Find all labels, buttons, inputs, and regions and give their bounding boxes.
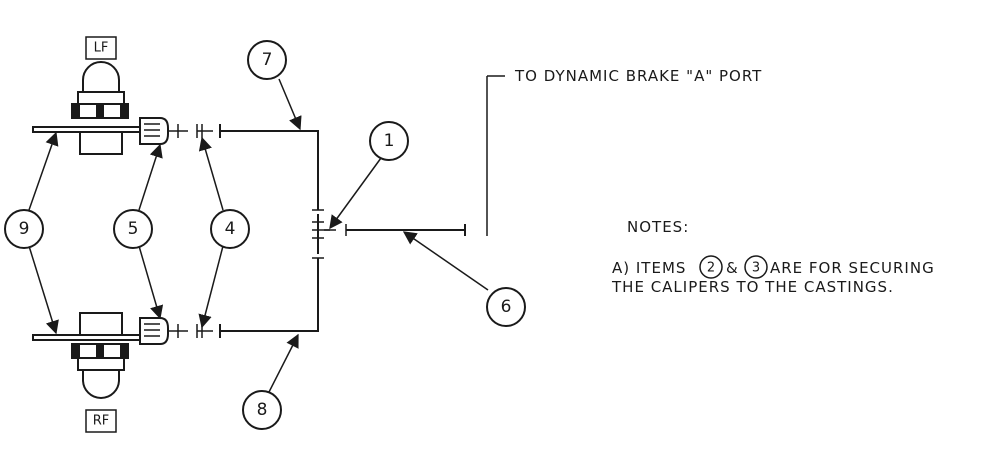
callout-7-circle <box>247 40 287 80</box>
notes-item-3: 3 <box>752 261 760 276</box>
lf-hose-end <box>139 117 169 145</box>
callout-9-circle <box>4 209 44 249</box>
arrow-6 <box>402 231 489 291</box>
callout-4-circle <box>210 209 250 249</box>
lf-union-fitting <box>196 124 213 138</box>
rf-hose-end <box>139 317 169 345</box>
arrow-5-top <box>138 143 163 211</box>
lf-tag-label: LF <box>94 41 109 56</box>
callout-8-label: 8 <box>257 400 268 420</box>
arrow-9-top <box>28 131 59 211</box>
callout-8-circle <box>242 390 282 430</box>
rf-tag-label: RF <box>93 414 110 429</box>
rf-caliper-assembly: RF <box>32 258 319 433</box>
notes-item-2: 2 <box>707 261 715 276</box>
callout-5: 5 <box>113 209 153 249</box>
notes-line2: THE CALIPERS TO THE CASTINGS. <box>611 278 894 296</box>
lf-caliper-nut <box>77 91 125 105</box>
lf-bolt-center <box>96 104 104 118</box>
rf-tag-box <box>85 409 117 433</box>
lf-caliper-assembly: LF <box>32 36 319 210</box>
tee-caps <box>312 209 324 259</box>
rf-fitting-cross <box>168 324 188 338</box>
leader-arrows <box>28 78 489 395</box>
lf-bleeder-dome <box>82 61 120 93</box>
notes-block: NOTES: A) ITEMS 2 & 3 ARE FOR SECURING T… <box>611 218 935 296</box>
lf-fitting-cross <box>168 124 188 138</box>
callout-9: 9 <box>4 209 44 249</box>
rf-bolt-left <box>72 344 80 358</box>
callout-6: 6 <box>486 287 526 327</box>
arrow-7 <box>278 78 302 131</box>
callout-4-label: 4 <box>225 219 236 239</box>
tee-fitting <box>312 209 466 259</box>
rf-bolt-center <box>96 344 104 358</box>
callout-1-label: 1 <box>384 131 395 151</box>
rf-caliper-body <box>79 312 123 336</box>
callout-6-label: 6 <box>501 297 512 317</box>
callout-9-label: 9 <box>19 219 30 239</box>
lf-caliper-body <box>79 131 123 155</box>
notes-item-3-circle <box>744 255 768 279</box>
callout-8: 8 <box>242 390 282 430</box>
rf-bleeder-dome <box>82 369 120 399</box>
lf-bolt-left <box>72 104 80 118</box>
lf-brake-line <box>219 124 319 210</box>
port-label: TO DYNAMIC BRAKE "A" PORT <box>514 67 762 85</box>
arrow-4-bottom <box>198 245 224 329</box>
arrow-8 <box>267 333 299 395</box>
arrow-9-bottom <box>28 245 59 335</box>
arrow-1 <box>329 157 382 230</box>
rf-bolt-right <box>120 344 128 358</box>
rf-union-fitting <box>196 324 213 338</box>
notes-line1-suffix: ARE FOR SECURING <box>770 259 935 277</box>
callout-7: 7 <box>247 40 287 80</box>
callout-4: 4 <box>210 209 250 249</box>
callout-5-label: 5 <box>128 219 139 239</box>
port-leader <box>486 75 505 236</box>
notes-ampersand: & <box>726 259 739 277</box>
dynamic-brake-line <box>346 224 466 236</box>
callout-6-circle <box>486 287 526 327</box>
lf-bolt-right <box>120 104 128 118</box>
callout-5-circle <box>113 209 153 249</box>
notes-item-2-circle <box>699 255 723 279</box>
arrow-4-top <box>198 136 224 211</box>
rf-brake-line <box>219 258 319 338</box>
rf-hose-end-lines <box>144 323 160 337</box>
lf-tag-box <box>85 36 117 60</box>
callout-7-label: 7 <box>262 50 273 70</box>
lf-hose-end-lines <box>144 123 160 137</box>
notes-line1-prefix: A) ITEMS <box>612 259 686 277</box>
tee-outlet <box>324 224 347 236</box>
rf-caliper-nut <box>77 357 125 371</box>
callout-1-circle <box>369 121 409 161</box>
notes-heading: NOTES: <box>627 218 689 236</box>
arrow-5-bottom <box>138 245 164 320</box>
callout-1: 1 <box>369 121 409 161</box>
